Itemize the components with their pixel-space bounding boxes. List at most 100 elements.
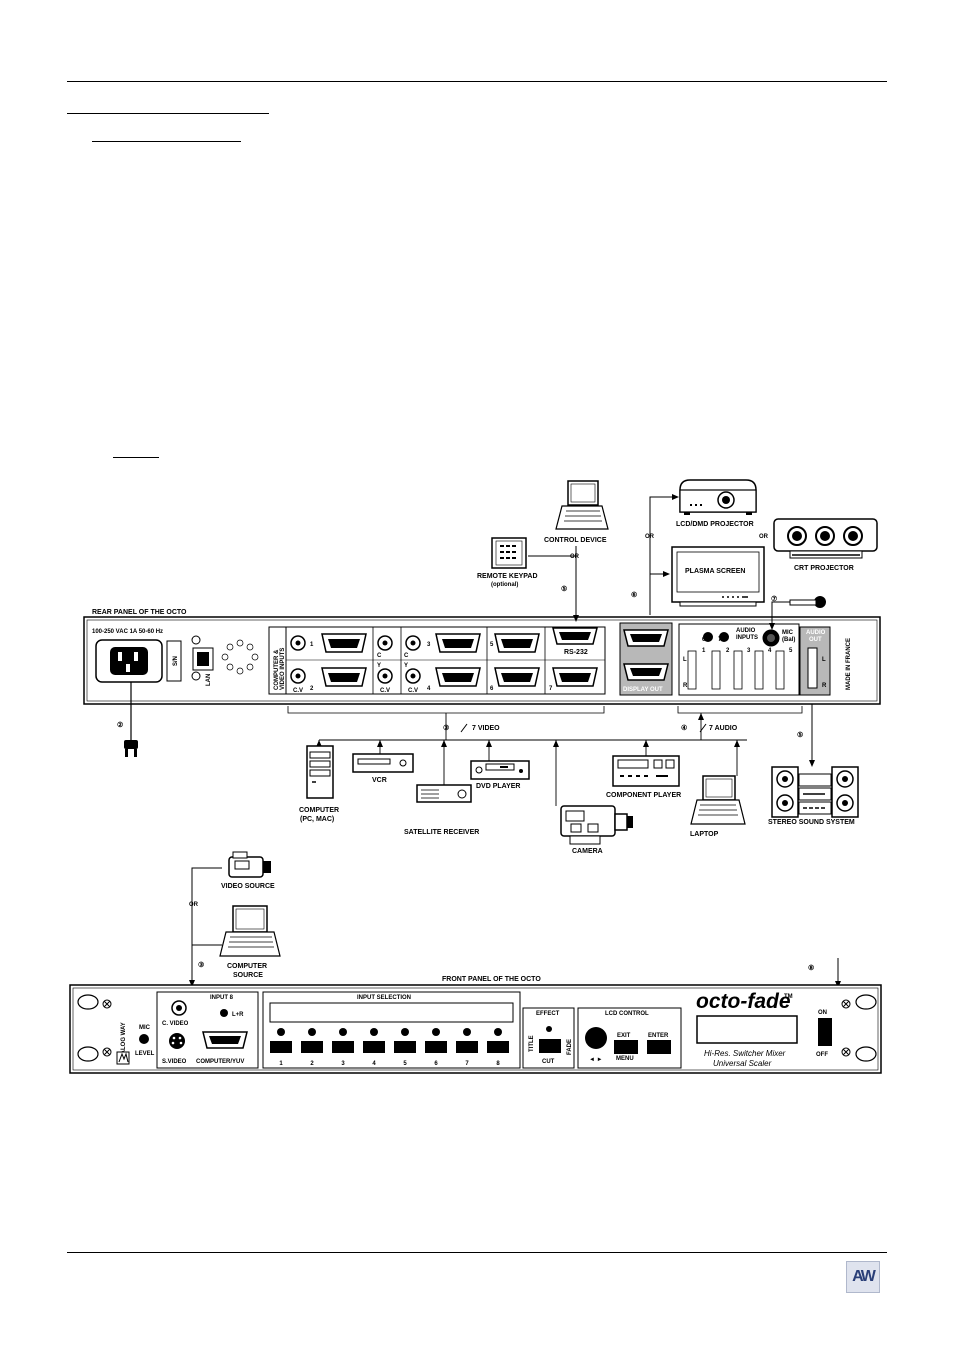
c-video-jack[interactable] (171, 1000, 187, 1016)
svg-text:OR: OR (759, 534, 769, 540)
input-button-3[interactable] (332, 1041, 354, 1053)
input-led-7 (463, 1028, 471, 1036)
power-inlet[interactable] (95, 639, 163, 683)
computer-yuv-connector[interactable] (202, 1031, 248, 1049)
svg-text:2: 2 (310, 686, 314, 692)
bnc-connector[interactable] (290, 668, 306, 684)
svg-text:R: R (683, 683, 688, 689)
dsub-connector-7[interactable] (552, 667, 598, 687)
svg-text:SOURCE: SOURCE (233, 972, 263, 979)
exit-button[interactable] (614, 1040, 638, 1054)
svg-text:DVD PLAYER: DVD PLAYER (476, 783, 520, 790)
svg-text:COMPONENT PLAYER: COMPONENT PLAYER (606, 792, 681, 799)
svg-text:C: C (377, 653, 382, 659)
svg-text:LAPTOP: LAPTOP (690, 831, 719, 838)
svg-text:ENTER: ENTER (648, 1033, 669, 1039)
input-button-5[interactable] (394, 1041, 416, 1053)
ventilation-holes (221, 639, 259, 675)
display-out-connector[interactable] (623, 629, 669, 647)
svg-text:⑤: ⑤ (561, 585, 567, 593)
svg-text:MIC: MIC (139, 1025, 151, 1031)
input-button-6[interactable] (425, 1041, 447, 1053)
svg-text:CONTROL DEVICE: CONTROL DEVICE (544, 537, 607, 544)
dsub-connector-2[interactable] (321, 667, 367, 687)
svg-text:S/N: S/N (173, 656, 179, 666)
screw-icon (102, 999, 112, 1009)
svg-text:C.V: C.V (380, 688, 390, 694)
enter-button[interactable] (647, 1040, 671, 1054)
screw-icon (841, 1047, 851, 1057)
mic-level-knob[interactable] (139, 1034, 149, 1044)
audio-lr-jack[interactable] (220, 1009, 228, 1017)
svg-text:4: 4 (427, 686, 431, 692)
input-button-1[interactable] (270, 1041, 292, 1053)
svg-text:COMPUTER &: COMPUTER & (274, 649, 280, 690)
plasma-screen-icon (671, 546, 765, 607)
svg-text:L+R: L+R (232, 1012, 244, 1018)
bnc-connector[interactable] (405, 668, 421, 684)
audio-out-terminal[interactable] (807, 647, 818, 689)
svg-text:⑦: ⑦ (771, 595, 777, 603)
input-button-label: 8 (496, 1061, 500, 1067)
svg-text:OFF: OFF (816, 1052, 828, 1058)
input-button-label: 3 (341, 1061, 345, 1067)
svg-text:OR: OR (645, 534, 655, 540)
svg-text:7 AUDIO: 7 AUDIO (709, 725, 738, 732)
svg-text:OR: OR (570, 554, 580, 560)
svg-text:REMOTE KEYPAD: REMOTE KEYPAD (477, 573, 538, 580)
analog-way-brand: ANALOG WAY (121, 1022, 127, 1063)
lan-port[interactable] (192, 647, 214, 671)
power-switch[interactable] (818, 1018, 832, 1046)
input-button-4[interactable] (363, 1041, 385, 1053)
dsub-connector-6[interactable] (494, 667, 540, 687)
svg-text:LAN: LAN (206, 674, 212, 686)
jog-dial[interactable] (585, 1027, 607, 1049)
bnc-connector[interactable] (377, 668, 393, 684)
footer-logo-text: AW (852, 1268, 876, 1285)
bnc-connector[interactable] (290, 635, 306, 651)
input-button-label: 1 (279, 1061, 283, 1067)
svg-text:C. VIDEO: C. VIDEO (162, 1021, 189, 1027)
svg-text:(PC, MAC): (PC, MAC) (300, 816, 334, 823)
s-video-jack[interactable] (169, 1033, 185, 1049)
computer-source-laptop-icon (219, 905, 281, 957)
dsub-connector-3[interactable] (435, 633, 481, 653)
svg-text:OR: OR (189, 902, 199, 908)
input-led-6 (432, 1028, 440, 1036)
svg-text:TM: TM (784, 994, 793, 1000)
dsub-connector-1[interactable] (321, 633, 367, 653)
svg-text:S.VIDEO: S.VIDEO (162, 1059, 187, 1065)
rs232-connector[interactable] (552, 627, 598, 645)
display-out-connector[interactable] (623, 663, 669, 681)
svg-text:AUDIO: AUDIO (736, 628, 756, 634)
audio-terminal-blocks (687, 650, 785, 690)
input-button-2[interactable] (301, 1041, 323, 1053)
svg-text:PLASMA SCREEN: PLASMA SCREEN (685, 568, 745, 575)
svg-text:L: L (822, 657, 826, 663)
screw-icon (102, 1047, 112, 1057)
input-button-7[interactable] (456, 1041, 478, 1053)
dsub-connector-4[interactable] (435, 667, 481, 687)
svg-text:C.V: C.V (408, 688, 418, 694)
dsub-connector-5[interactable] (494, 633, 540, 653)
power-spec: 100-250 VAC 1A 50-60 Hz (92, 629, 163, 635)
svg-text:7 VIDEO: 7 VIDEO (472, 725, 500, 732)
input-led-3 (339, 1028, 347, 1036)
svg-text:1: 1 (310, 642, 314, 648)
stereo-sound-system-icon (771, 766, 859, 818)
bnc-connector[interactable] (405, 635, 421, 651)
svg-text:CAMERA: CAMERA (572, 848, 603, 855)
screw-icon (191, 671, 201, 681)
audio-jack-7[interactable] (719, 632, 729, 642)
screw-icon (191, 635, 201, 645)
laptop-icon (690, 775, 746, 825)
svg-text:LEVEL: LEVEL (135, 1051, 155, 1057)
bnc-connector[interactable] (377, 635, 393, 651)
audio-jack-6[interactable] (703, 632, 713, 642)
svg-text:7: 7 (718, 637, 722, 643)
svg-text:②: ② (117, 721, 123, 729)
heading-underline-3 (113, 457, 159, 458)
input-button-8[interactable] (487, 1041, 509, 1053)
svg-text:C.V: C.V (293, 688, 303, 694)
effect-button[interactable] (539, 1039, 561, 1053)
